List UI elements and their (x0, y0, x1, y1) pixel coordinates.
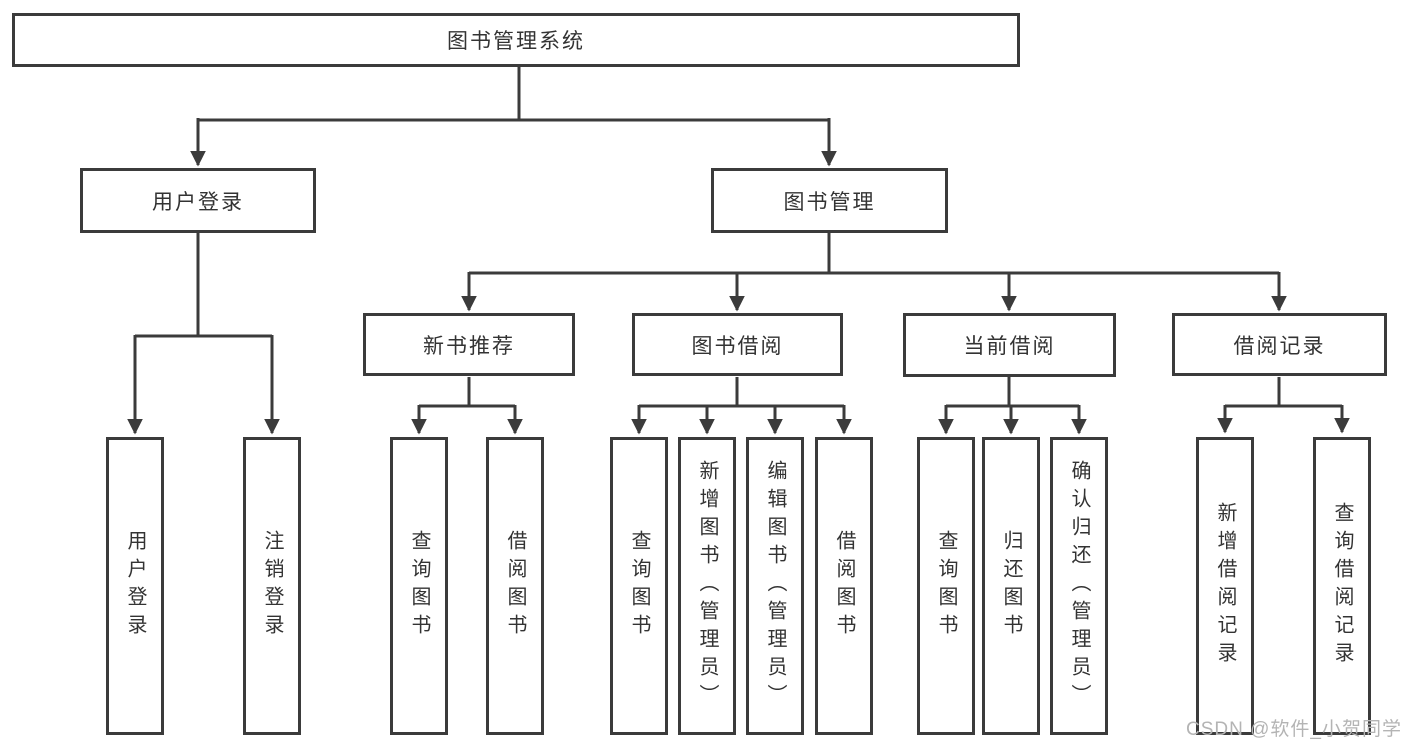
node-user-login-label: 用户登录 (152, 190, 244, 214)
leaf-query-book-current: 查询图书 (917, 437, 975, 735)
leaf-edit-book-admin-label: 编辑图书（管理员） (764, 460, 786, 712)
leaf-confirm-return-admin-label: 确认归还（管理员） (1068, 460, 1090, 712)
leaf-query-book-current-label: 查询图书 (935, 530, 957, 642)
node-book-borrowing: 图书借阅 (632, 313, 843, 376)
leaf-user-login: 用户登录 (106, 437, 164, 735)
leaf-borrow-book-label: 借阅图书 (833, 530, 855, 642)
leaf-add-borrow-record: 新增借阅记录 (1196, 437, 1254, 735)
leaf-query-borrow-record: 查询借阅记录 (1313, 437, 1371, 735)
leaf-query-book-borrow-label: 查询图书 (628, 530, 650, 642)
node-book-management-label: 图书管理 (783, 190, 876, 214)
leaf-return-book-label: 归还图书 (1000, 530, 1022, 642)
leaf-return-book: 归还图书 (982, 437, 1040, 735)
leaf-add-book-admin: 新增图书（管理员） (678, 437, 736, 735)
leaf-add-borrow-record-label: 新增借阅记录 (1214, 502, 1236, 670)
leaf-query-book-recommend-label: 查询图书 (408, 530, 430, 642)
node-new-book-recommendation: 新书推荐 (363, 313, 575, 376)
leaf-borrow-book: 借阅图书 (815, 437, 873, 735)
leaf-borrow-book-recommend: 借阅图书 (486, 437, 544, 735)
leaf-query-borrow-record-label: 查询借阅记录 (1331, 502, 1353, 670)
leaf-query-book-recommend: 查询图书 (390, 437, 448, 735)
node-root-label: 图书管理系统 (447, 30, 585, 53)
leaf-borrow-book-recommend-label: 借阅图书 (504, 530, 526, 642)
leaf-logout-label: 注销登录 (261, 530, 283, 642)
leaf-user-login-label: 用户登录 (124, 530, 146, 642)
node-book-management: 图书管理 (711, 168, 948, 233)
leaf-confirm-return-admin: 确认归还（管理员） (1050, 437, 1108, 735)
csdn-watermark: CSDN @软件_小贺同学 (1186, 719, 1402, 740)
leaf-query-book-borrow: 查询图书 (610, 437, 668, 735)
node-book-borrowing-label: 图书借阅 (691, 334, 784, 358)
leaf-add-book-admin-label: 新增图书（管理员） (696, 460, 718, 712)
node-current-borrowing-label: 当前借阅 (963, 335, 1056, 358)
node-user-login: 用户登录 (80, 168, 316, 233)
node-borrowing-records: 借阅记录 (1172, 313, 1387, 376)
node-current-borrowing: 当前借阅 (903, 313, 1116, 377)
node-new-book-recommendation-label: 新书推荐 (423, 334, 515, 358)
leaf-edit-book-admin: 编辑图书（管理员） (746, 437, 804, 735)
leaf-logout: 注销登录 (243, 437, 301, 735)
node-borrowing-records-label: 借阅记录 (1233, 334, 1326, 358)
node-root-system: 图书管理系统 (12, 13, 1020, 67)
